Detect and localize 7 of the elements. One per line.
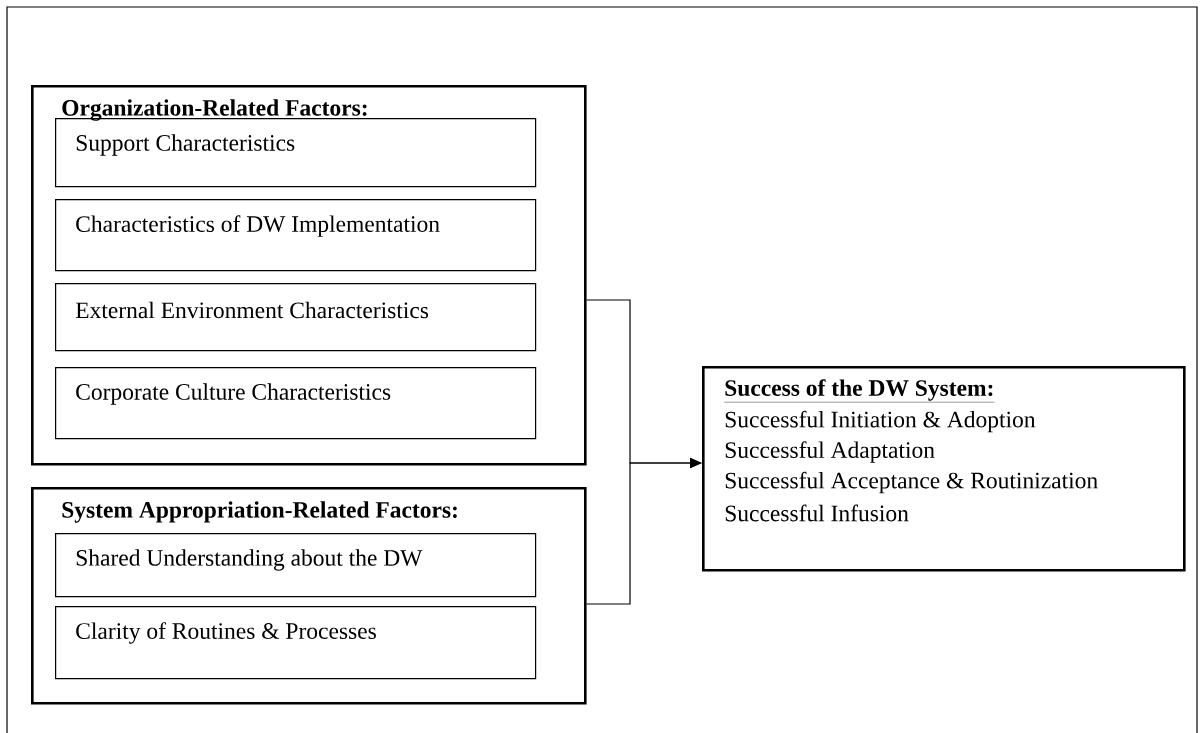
factor-box: Characteristics of DW Implementation	[55, 199, 537, 272]
connector-arrow	[586, 457, 702, 605]
factor-box: External Environment Characteristics	[55, 283, 537, 352]
factor-box: Shared Understanding about the DW	[55, 533, 537, 598]
factor-box: Clarity of Routines & Processes	[55, 606, 537, 680]
factor-box: Corporate Culture Characteristics	[55, 367, 537, 440]
outcome-box: Success of the DW System: Successful Initiation & Adoption Successful Adaptation Successful Acceptance & Routinization Successful Infusion	[702, 366, 1186, 572]
